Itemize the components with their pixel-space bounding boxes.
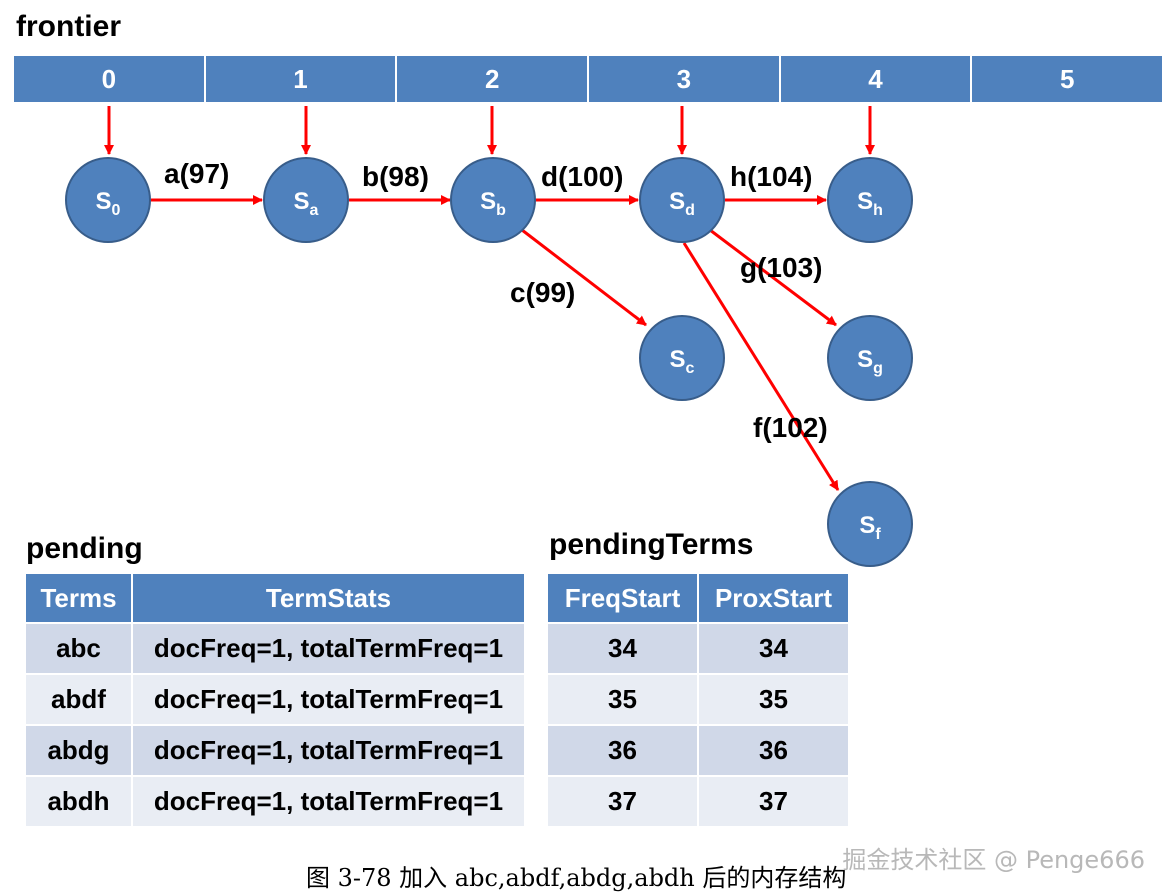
term-cell: abdh <box>24 775 133 828</box>
table-row: 35 35 <box>546 673 850 726</box>
table-row: abdg docFreq=1, totalTermFreq=1 <box>24 724 526 777</box>
node-sc-sub: c <box>686 360 695 377</box>
node-s0: S0 <box>65 157 151 243</box>
svg-text:Sb: Sb <box>480 188 506 219</box>
frontier-slot-4: 4 <box>781 56 973 102</box>
svg-text:Sd: Sd <box>669 188 695 219</box>
node-sg: Sg <box>827 315 913 401</box>
pendingterms-table: FreqStart ProxStart 34 34 35 35 36 36 37… <box>546 572 850 828</box>
freqstart-cell: 35 <box>546 673 699 726</box>
edge-label-h: h(104) <box>730 161 812 192</box>
edge-arrow-f <box>682 242 840 491</box>
table-row: abdh docFreq=1, totalTermFreq=1 <box>24 775 526 828</box>
edge-arrow-c <box>521 228 647 327</box>
node-sh-base: S <box>857 188 873 215</box>
node-sb: Sb <box>450 157 536 243</box>
frontier-slot-0: 0 <box>14 56 206 102</box>
frontier-slot-1: 1 <box>206 56 398 102</box>
column-header-freqstart: FreqStart <box>546 572 699 624</box>
frontier-title: frontier <box>16 10 121 43</box>
edge-label-g: g(103) <box>740 252 822 283</box>
watermark: 掘金技术社区 @ Penge666 <box>842 846 1145 874</box>
svg-text:Sa: Sa <box>294 188 319 219</box>
node-sd: Sd <box>639 157 725 243</box>
edge-label-c: c(99) <box>510 277 575 308</box>
term-cell: abdf <box>24 673 133 726</box>
node-sg-base: S <box>857 346 873 373</box>
termstats-cell: docFreq=1, totalTermFreq=1 <box>131 673 526 726</box>
table-header-row: Terms TermStats <box>24 572 526 624</box>
node-sf-sub: f <box>875 526 881 543</box>
proxstart-cell: 37 <box>697 775 850 828</box>
node-sd-base: S <box>669 188 685 215</box>
edge-label-a: a(97) <box>164 158 229 189</box>
table-row: abdf docFreq=1, totalTermFreq=1 <box>24 673 526 726</box>
column-header-proxstart: ProxStart <box>697 572 850 624</box>
edge-label-f: f(102) <box>753 412 828 443</box>
frontier-array: 0 1 2 3 4 5 <box>14 56 1162 102</box>
pendingterms-title: pendingTerms <box>549 528 754 561</box>
table-header-row: FreqStart ProxStart <box>546 572 850 624</box>
svg-text:S0: S0 <box>96 188 121 219</box>
svg-text:Sg: Sg <box>857 346 883 377</box>
table-row: 36 36 <box>546 724 850 777</box>
proxstart-cell: 36 <box>697 724 850 777</box>
frontier-slot-3: 3 <box>589 56 781 102</box>
node-sf-base: S <box>859 512 875 539</box>
edge-label-d: d(100) <box>541 161 623 192</box>
node-sd-sub: d <box>685 202 695 219</box>
node-sf: Sf <box>827 481 913 567</box>
freqstart-cell: 37 <box>546 775 699 828</box>
figure-caption: 图 3-78 加入 abc,abdf,abdg,abdh 后的内存结构 <box>306 864 847 892</box>
node-s0-base: S <box>96 188 112 215</box>
edge-label-b: b(98) <box>362 161 429 192</box>
pending-table: Terms TermStats abc docFreq=1, totalTerm… <box>24 572 526 828</box>
node-sb-base: S <box>480 188 496 215</box>
freqstart-cell: 36 <box>546 724 699 777</box>
node-sg-sub: g <box>873 360 883 377</box>
node-sa-base: S <box>294 188 310 215</box>
term-cell: abdg <box>24 724 133 777</box>
svg-text:Sf: Sf <box>859 512 881 543</box>
edge-arrow-g <box>709 228 837 327</box>
node-sh-sub: h <box>873 202 883 219</box>
termstats-cell: docFreq=1, totalTermFreq=1 <box>131 622 526 675</box>
svg-text:Sh: Sh <box>857 188 883 219</box>
termstats-cell: docFreq=1, totalTermFreq=1 <box>131 775 526 828</box>
node-sa-sub: a <box>310 202 319 219</box>
termstats-cell: docFreq=1, totalTermFreq=1 <box>131 724 526 777</box>
node-sc: Sc <box>639 315 725 401</box>
node-sc-base: S <box>670 346 686 373</box>
svg-text:Sc: Sc <box>670 346 695 377</box>
node-sh: Sh <box>827 157 913 243</box>
table-row: 37 37 <box>546 775 850 828</box>
column-header-termstats: TermStats <box>131 572 526 624</box>
column-header-terms: Terms <box>24 572 133 624</box>
node-sa: Sa <box>263 157 349 243</box>
table-row: abc docFreq=1, totalTermFreq=1 <box>24 622 526 675</box>
term-cell: abc <box>24 622 133 675</box>
proxstart-cell: 35 <box>697 673 850 726</box>
proxstart-cell: 34 <box>697 622 850 675</box>
frontier-slot-5: 5 <box>1059 63 1075 94</box>
node-s0-sub: 0 <box>112 202 121 219</box>
freqstart-cell: 34 <box>546 622 699 675</box>
pending-title: pending <box>26 532 143 565</box>
node-sb-sub: b <box>496 202 506 219</box>
table-row: 34 34 <box>546 622 850 675</box>
frontier-slot-2: 2 <box>397 56 590 102</box>
